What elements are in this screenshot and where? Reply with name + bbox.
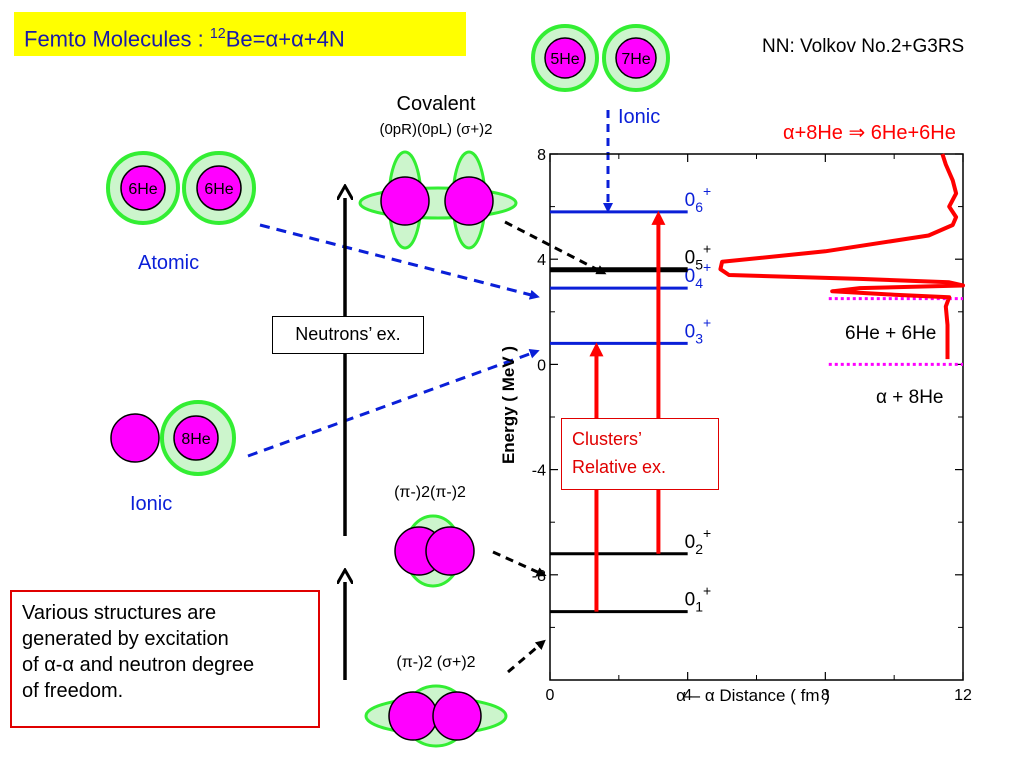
summary-line-2: generated by excitation <box>22 628 229 650</box>
y-axis-title: Energy ( MeV ) <box>499 346 518 464</box>
x-tick-label: 4 <box>683 687 692 704</box>
pi-pi-arrow <box>492 550 547 577</box>
atomic-arrow <box>259 223 540 300</box>
summary-line-3: of α-α and neutron degree <box>22 654 255 676</box>
y-tick-label: -8 <box>532 568 546 585</box>
pi-pi-molecule-icon <box>394 514 475 588</box>
pi-sigma-arrow <box>507 639 546 674</box>
y-tick-label: 0 <box>537 357 546 374</box>
x-tick-label: 12 <box>954 687 972 704</box>
slide-title: Femto Molecules : 12Be=α+α+4N <box>14 12 466 56</box>
threshold-6he6he-label: 6He + 6He <box>845 323 936 344</box>
covalent-label: Covalent <box>397 93 476 115</box>
level-label: 01+ <box>685 583 712 615</box>
energy-level-chart: 8 4 0 -4 -8 0 4 8 12 01+ 02+ 03+ 04+05+ 06+ <box>532 147 972 704</box>
x-axis-title: α – α Distance ( fm ) <box>676 686 830 705</box>
he8-label: 8He <box>181 431 210 448</box>
covalent-config-label: (0pR)(0pL) (σ+)2 <box>379 121 492 138</box>
pi-pi-config-label: (π-)2(π-)2 <box>394 484 466 501</box>
level-label: 06+ <box>685 183 712 215</box>
chart-frame <box>549 153 964 681</box>
ionic-left-arrow <box>247 349 540 458</box>
reaction-label: α+8He ⇒ 6He+6He <box>783 122 956 144</box>
atomic-6he-6he-icon: 6He 6He <box>106 151 256 225</box>
threshold-alpha8he-label: α + 8He <box>876 387 944 408</box>
covalent-arrow <box>504 220 607 275</box>
y-tick-label: 4 <box>537 252 546 269</box>
clusters-relative-box: Clusters’ Relative ex. <box>561 418 719 490</box>
y-tick-label: -4 <box>532 463 546 480</box>
ionic-top-label: Ionic <box>618 106 660 128</box>
he6-label-b: 6He <box>204 181 233 198</box>
summary-line-4: of freedom. <box>22 680 124 702</box>
level-label: 05+ <box>685 241 712 273</box>
x-tick-label: 0 <box>546 687 555 704</box>
pi-sigma-molecule-icon <box>364 684 508 748</box>
ionic-alpha-8he-icon: 8He <box>110 400 236 476</box>
covalent-molecule-icon <box>358 150 518 250</box>
level-label: 03+ <box>685 314 712 346</box>
clusters-line-2: Relative ex. <box>572 457 667 477</box>
neutrons-excitation-box: Neutrons’ ex. <box>272 316 424 354</box>
x-tick-label: 8 <box>821 687 830 704</box>
he7-label: 7He <box>621 51 650 68</box>
summary-line-1: Various structures are <box>22 602 217 624</box>
he6-label-a: 6He <box>128 181 157 198</box>
pi-sigma-config-label: (π-)2 (σ+)2 <box>396 654 475 671</box>
level-label: 04+ <box>685 259 712 291</box>
clusters-line-1: Clusters’ <box>572 429 643 449</box>
level-label: 02+ <box>685 525 712 557</box>
interaction-label: NN: Volkov No.2+G3RS <box>762 36 965 57</box>
ionic-left-label: Ionic <box>130 493 172 515</box>
y-tick-label: 8 <box>537 147 546 164</box>
atomic-label: Atomic <box>138 252 199 274</box>
summary-box: Various structures are generated by exci… <box>10 590 320 728</box>
ionic-5he-7he-icon: 5He 7He <box>531 24 670 92</box>
cross-section-curve <box>718 153 965 360</box>
he5-label: 5He <box>550 51 579 68</box>
